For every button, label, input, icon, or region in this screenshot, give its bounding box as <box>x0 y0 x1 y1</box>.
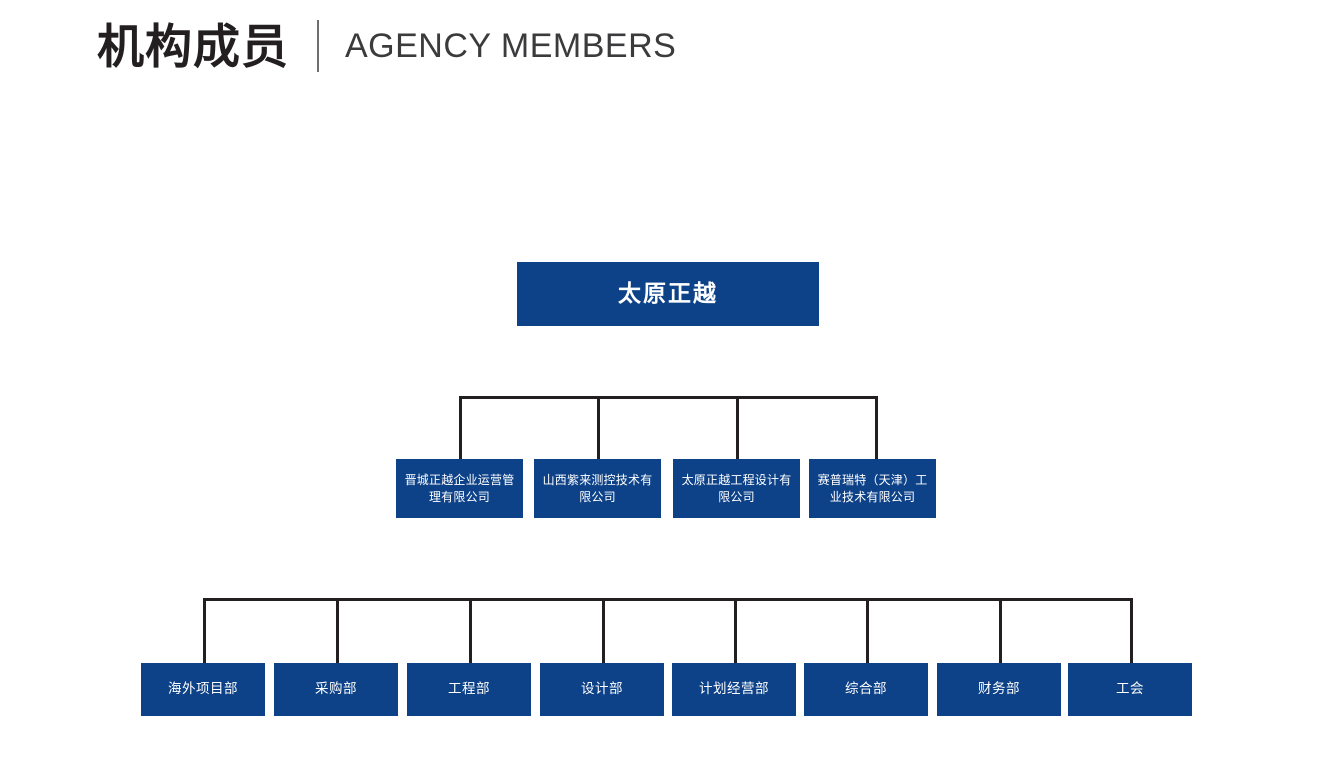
connector-drop-level3-5 <box>734 598 737 664</box>
title-divider-icon <box>317 20 319 72</box>
connector-drop-level3-1 <box>203 598 206 664</box>
connector-horizontal-level2 <box>459 396 878 399</box>
org-node-department-6[interactable]: 综合部 <box>804 663 928 716</box>
connector-drop-level3-3 <box>469 598 472 664</box>
org-node-department-2[interactable]: 采购部 <box>274 663 398 716</box>
org-node-department-4[interactable]: 设计部 <box>540 663 664 716</box>
connector-drop-level3-2 <box>336 598 339 664</box>
org-node-subsidiary-3[interactable]: 太原正越工程设计有限公司 <box>673 459 800 518</box>
connector-drop-level3-8 <box>1130 598 1133 664</box>
connector-drop-level3-7 <box>999 598 1002 664</box>
org-node-department-3[interactable]: 工程部 <box>407 663 531 716</box>
org-node-department-1[interactable]: 海外项目部 <box>141 663 265 716</box>
org-node-subsidiary-2[interactable]: 山西紫来测控技术有限公司 <box>534 459 661 518</box>
org-node-department-5[interactable]: 计划经营部 <box>672 663 796 716</box>
org-node-department-7[interactable]: 财务部 <box>937 663 1061 716</box>
page-title-en: AGENCY MEMBERS <box>345 27 677 65</box>
page-title-cn: 机构成员 <box>97 19 289 73</box>
org-node-root[interactable]: 太原正越 <box>517 262 819 326</box>
org-node-department-8[interactable]: 工会 <box>1068 663 1192 716</box>
connector-drop-level2-3 <box>736 396 739 459</box>
connector-drop-level3-4 <box>602 598 605 664</box>
connector-drop-level2-2 <box>597 396 600 459</box>
connector-horizontal-level3 <box>203 598 1133 601</box>
connector-drop-level3-6 <box>866 598 869 664</box>
org-node-subsidiary-4[interactable]: 赛普瑞特（天津）工业技术有限公司 <box>809 459 936 518</box>
page-header: 机构成员 AGENCY MEMBERS <box>97 12 676 80</box>
org-node-subsidiary-1[interactable]: 晋城正越企业运营管理有限公司 <box>396 459 523 518</box>
connector-drop-level2-4 <box>875 396 878 459</box>
connector-drop-level2-1 <box>459 396 462 459</box>
